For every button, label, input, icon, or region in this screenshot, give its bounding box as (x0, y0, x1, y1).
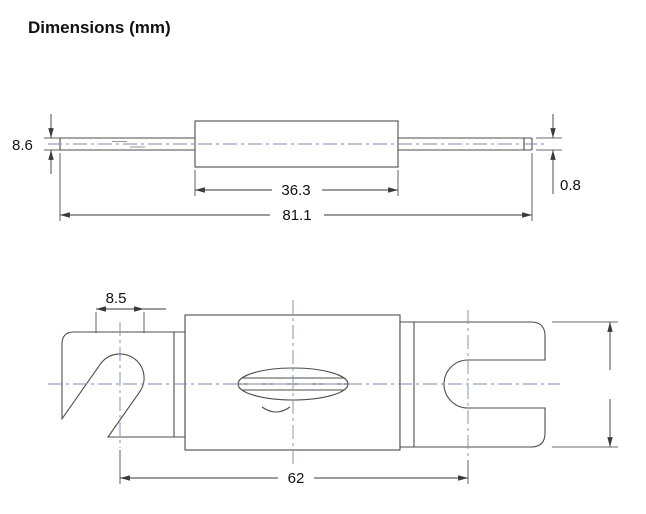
dim-label-lead-height: 8.6 (12, 137, 33, 154)
dim-terminal-thickness: 0.8 (536, 114, 581, 194)
dim-label-body-length: 36.3 (281, 182, 310, 199)
side-view: 8.6 0.8 36.3 81.1 (12, 114, 581, 224)
dim-mounting-centers: 62 (119, 450, 469, 487)
dim-label-slot-width: 8.5 (106, 290, 127, 307)
dim-slot-width: 8.5 (95, 290, 166, 333)
dim-total-length: 81.1 (59, 153, 533, 224)
right-terminal (399, 321, 546, 448)
top-view: 8.5 62 (48, 290, 618, 487)
dim-label-terminal-thickness: 0.8 (560, 177, 581, 194)
dim-label-total-length: 81.1 (282, 207, 311, 224)
left-terminal (61, 331, 186, 438)
fuse-body-top (184, 314, 401, 451)
dim-lead-height: 8.6 (12, 114, 60, 174)
top-view-centerlines (48, 300, 560, 464)
dim-label-mounting-centers: 62 (288, 470, 305, 487)
dim-body-length: 36.3 (194, 170, 399, 199)
page-title: Dimensions (mm) (28, 18, 171, 37)
dim-terminal-height (552, 321, 618, 448)
left-lead (59, 137, 195, 151)
